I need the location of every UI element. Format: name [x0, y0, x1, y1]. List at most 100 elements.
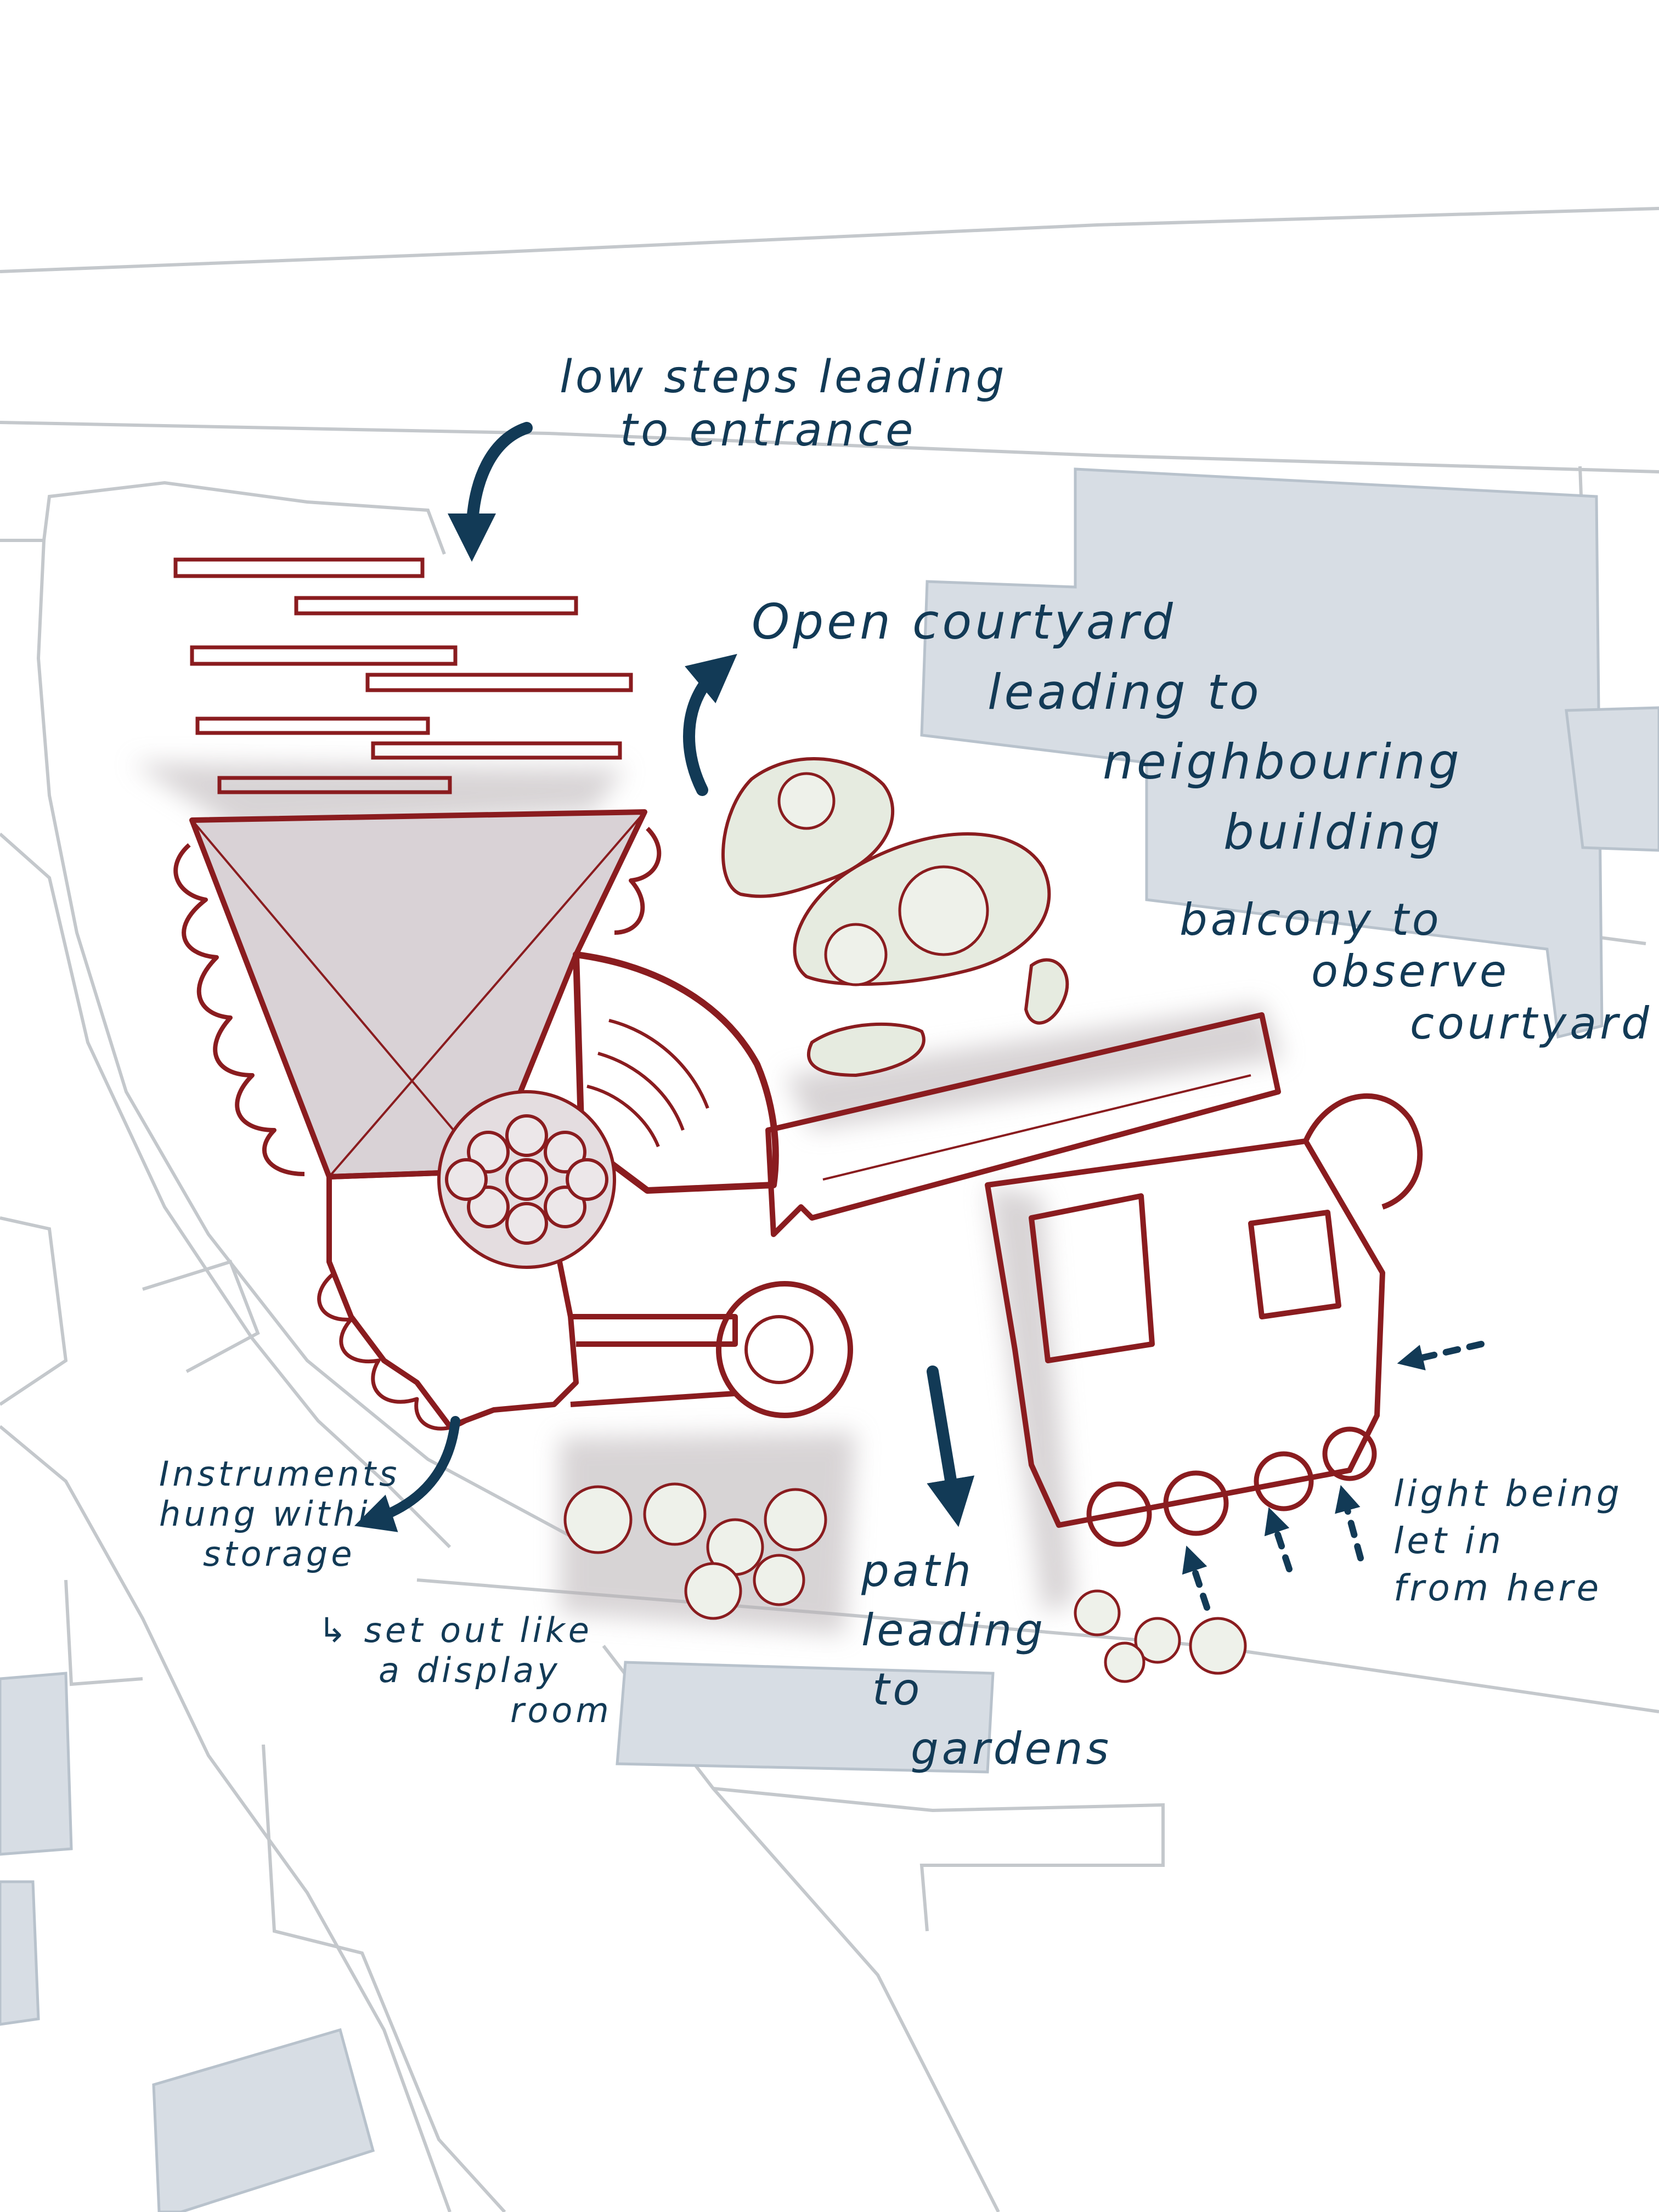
east-arc	[1303, 1093, 1423, 1210]
neighbouring-building-south	[616, 1661, 995, 1774]
annotation-line: building	[1223, 803, 1443, 860]
lower-street-2	[0, 1425, 452, 2212]
annotation-line: from here	[1393, 1566, 1602, 1609]
tree-4	[563, 1485, 633, 1554]
annotation-steps: low steps leading to entrance	[560, 351, 1008, 458]
tree-13	[1104, 1641, 1146, 1683]
annotation-line: courtyard	[1410, 997, 1652, 1049]
arrow-light-icon-3	[1335, 1485, 1364, 1561]
annotation-display: ↳ set out like a display room	[318, 1610, 612, 1730]
south-rotunda-inner	[744, 1315, 814, 1384]
west-road-edge-2	[36, 540, 572, 1538]
neighbouring-buildings	[0, 467, 1659, 2212]
south-road-b	[262, 1744, 506, 2212]
south-rotunda	[716, 1281, 853, 1418]
step-3	[190, 645, 458, 666]
annotation-path: path leading to gardens	[861, 1542, 1112, 1779]
light-bays	[1086, 1426, 1377, 1547]
step-4	[365, 673, 633, 692]
planting-bed-4	[807, 1022, 926, 1077]
street-edge-3	[0, 481, 446, 555]
tree-5	[643, 1482, 707, 1546]
roof-diagonal-2	[328, 811, 646, 1178]
seating-arc-3	[586, 1085, 660, 1148]
neighbouring-building-west-2	[0, 1880, 40, 2026]
tree-7	[764, 1488, 827, 1551]
annotation-line: balcony to	[1180, 894, 1442, 945]
annotation-instruments: Instruments hung within storage	[159, 1454, 400, 1574]
annotation-line: storage	[203, 1534, 356, 1575]
tree-1	[777, 772, 836, 830]
main-hall-roof	[189, 809, 647, 1180]
gallery-wing	[765, 1012, 1281, 1237]
seating-arc-2	[597, 1052, 685, 1131]
tree-8	[684, 1562, 742, 1620]
seating-arc-1	[608, 1019, 709, 1109]
annotation-line: let in	[1393, 1519, 1504, 1562]
annotation-arrows	[354, 422, 1485, 1611]
east-wing-room-2	[1248, 1210, 1341, 1319]
entrance-steps	[173, 557, 633, 794]
annotation-line: room	[510, 1690, 612, 1731]
south-corridor-2	[570, 1391, 736, 1407]
tree-2	[898, 865, 989, 956]
arrow-light-icon-2	[1264, 1507, 1293, 1572]
trees	[563, 772, 1247, 1683]
neighbouring-building-southwest	[152, 2028, 375, 2212]
top-street-edge	[0, 207, 1659, 273]
annotation-line: path	[861, 1545, 974, 1596]
annotation-line: to entrance	[620, 404, 917, 456]
east-arcade	[614, 827, 662, 935]
annotation-balcony: balcony to observe courtyard	[1180, 894, 1652, 1049]
rosette	[437, 1090, 616, 1269]
annotation-line: neighbouring	[1103, 733, 1463, 791]
arrow-light-icon-1	[1182, 1545, 1210, 1611]
arrow-courtyard-icon	[683, 653, 737, 796]
tree-12	[1189, 1617, 1247, 1675]
arrow-instruments-icon	[354, 1416, 460, 1532]
east-wing-room	[1029, 1193, 1155, 1363]
west-arcade	[173, 843, 305, 1176]
street-edge-2	[0, 421, 1659, 473]
neighbouring-building-east	[1565, 706, 1659, 852]
planting-bed-3	[1024, 958, 1069, 1025]
tree-11	[1134, 1617, 1181, 1664]
annotation-line: a display	[379, 1650, 561, 1691]
lower-arcade	[317, 1271, 467, 1431]
south-road-a	[713, 1787, 1165, 1932]
tree-9	[753, 1554, 805, 1606]
annotation-line: hung within	[159, 1494, 396, 1534]
arrow-steps-icon	[448, 422, 533, 562]
annotation-line: observe	[1311, 946, 1510, 997]
annotation-line: low steps leading	[560, 351, 1008, 403]
annotation-light: light being let in from here	[1393, 1470, 1623, 1611]
step-1	[173, 557, 425, 578]
annotation-line: Instruments	[159, 1454, 400, 1494]
step-7	[217, 776, 452, 794]
annotation-line: gardens	[911, 1723, 1113, 1774]
south-corridor	[571, 1314, 738, 1347]
annotation-line: leading to	[988, 663, 1262, 720]
arrow-path-icon	[927, 1365, 975, 1527]
step-5	[195, 716, 430, 735]
annotation-line: leading	[861, 1605, 1046, 1656]
west-road-edge	[0, 832, 452, 1549]
annotation-courtyard: Open courtyard leading to neighbouring b…	[752, 587, 1463, 867]
annotation-line: Open courtyard	[752, 594, 1176, 650]
gallery-divider	[822, 1074, 1251, 1181]
building-plan	[173, 809, 1423, 1547]
step-6	[371, 741, 622, 760]
plot-mid	[142, 1260, 260, 1373]
annotation-line: ↳ set out like	[318, 1610, 592, 1650]
neighbouring-building-west-1	[0, 1672, 73, 1856]
annotation-line: light being	[1393, 1472, 1623, 1515]
plot-lower	[64, 1579, 143, 1686]
east-wing	[985, 1138, 1385, 1528]
plot-left	[0, 1216, 68, 1406]
roof-diagonal-1	[191, 819, 489, 1172]
tree-10	[1074, 1589, 1121, 1637]
auditorium-quarter	[573, 951, 779, 1194]
annotation-line: to	[872, 1664, 923, 1715]
tree-3	[824, 923, 888, 986]
